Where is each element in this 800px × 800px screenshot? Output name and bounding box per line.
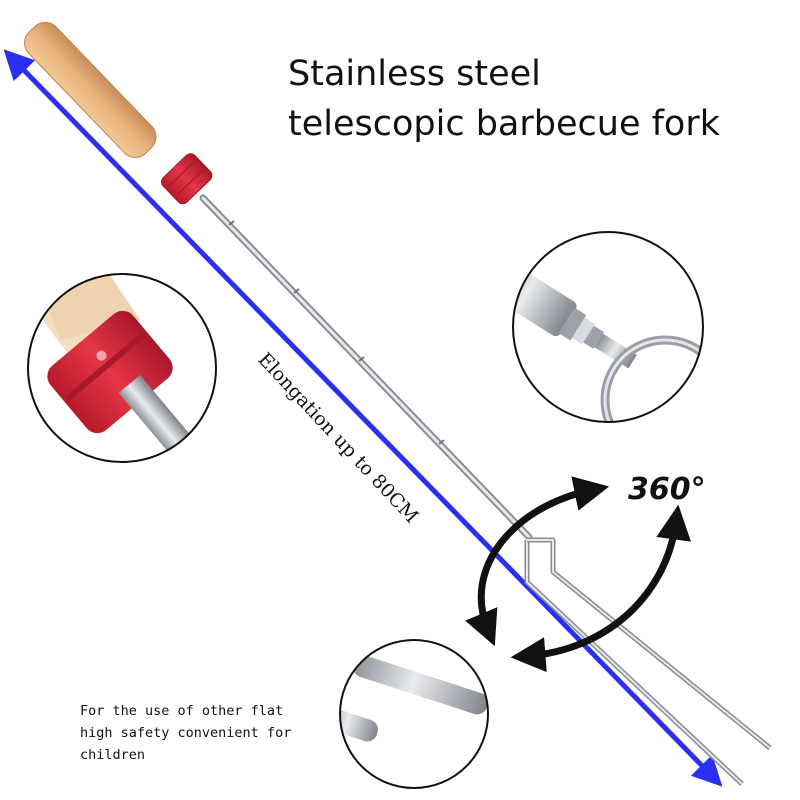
wooden-handle (24, 21, 213, 205)
magnifier-joint-detail (512, 231, 704, 423)
product-title-line-2: telescopic barbecue fork (288, 104, 720, 144)
product-title-line-1: Stainless steel (288, 54, 541, 94)
rotation-arrow (465, 476, 691, 673)
safety-note: For the use of other flat high safety co… (80, 703, 292, 763)
magnifier-tip-detail (339, 639, 489, 789)
telescopic-shaft (199, 194, 533, 541)
rotation-label: 360° (628, 472, 706, 507)
fork-prongs (524, 537, 772, 786)
magnifier-handle-detail (27, 273, 217, 463)
